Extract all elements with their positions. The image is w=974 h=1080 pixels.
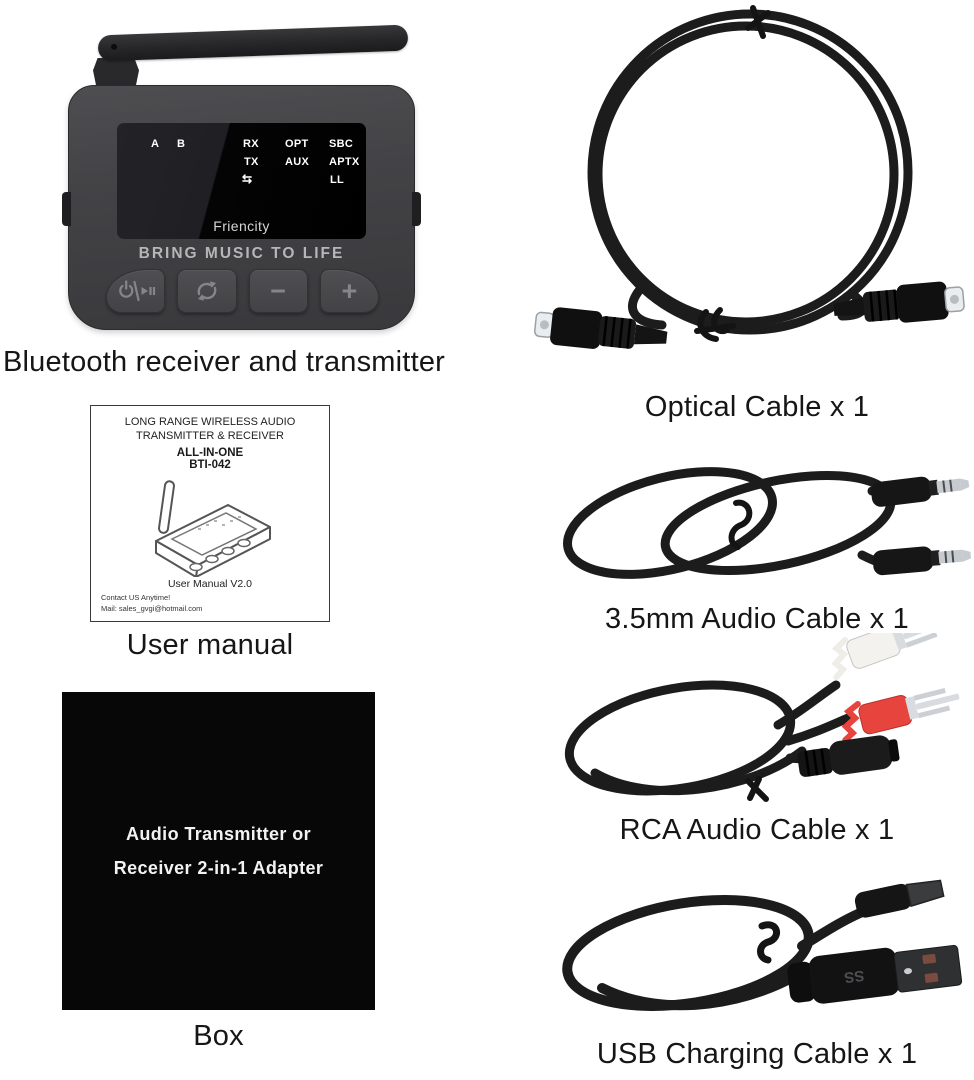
volume-down-button[interactable]: − bbox=[248, 269, 308, 313]
cable-twist-tie bbox=[745, 776, 769, 802]
manual-caption: User manual bbox=[126, 629, 294, 661]
rca-plug-white bbox=[831, 633, 946, 681]
usb-cable-photo: SS bbox=[562, 879, 963, 1011]
usb-a-plug: SS bbox=[787, 944, 963, 1004]
manual-device-drawing bbox=[155, 479, 271, 577]
usb-plug-marking: SS bbox=[843, 967, 865, 986]
toslink-connector-right bbox=[833, 281, 965, 323]
manual-version: User Manual V2.0 bbox=[167, 577, 253, 590]
toslink-connector-left bbox=[533, 307, 668, 349]
aux-female-jack bbox=[797, 735, 900, 777]
device-caption: Bluetooth receiver and transmitter bbox=[3, 346, 446, 378]
indicator-pair-icon: ⇆ bbox=[242, 172, 253, 186]
indicator-aux: AUX bbox=[285, 156, 310, 168]
manual-contact-line1: Contact US Anytime! bbox=[101, 593, 171, 602]
rca-cable-photo bbox=[564, 633, 960, 802]
indicator-a: A bbox=[151, 138, 160, 150]
indicator-opt: OPT bbox=[285, 138, 309, 150]
device-right-port-tab bbox=[412, 192, 421, 226]
indicator-aptx: APTX bbox=[329, 156, 360, 168]
device-display: A B RX TX ⇆ OPT AUX SBC APTX LL Friencit… bbox=[117, 123, 366, 239]
indicator-ll: LL bbox=[330, 174, 345, 186]
manual-title-line2: TRANSMITTER & RECEIVER bbox=[136, 430, 284, 443]
rca-plug-red bbox=[841, 688, 960, 744]
manual-model: BTI-042 bbox=[189, 458, 231, 471]
bluetooth-device-photo: A B RX TX ⇆ OPT AUX SBC APTX LL Friencit… bbox=[62, 8, 421, 330]
cable-knot bbox=[728, 499, 753, 550]
user-manual-photo: LONG RANGE WIRELESS AUDIO TRANSMITTER & … bbox=[90, 405, 330, 622]
rca-cable-caption: RCA Audio Cable x 1 bbox=[619, 814, 895, 846]
cable-knot bbox=[757, 921, 780, 964]
box-text-line2: Receiver 2-in-1 Adapter bbox=[113, 857, 324, 878]
sync-icon bbox=[197, 281, 217, 301]
device-button-row: − + bbox=[106, 269, 379, 313]
device-antenna bbox=[97, 24, 409, 62]
aux-plug-bottom bbox=[872, 546, 972, 576]
device-left-port-tab bbox=[62, 192, 71, 226]
aux-cable-photo bbox=[563, 467, 972, 579]
display-brand: Friencity bbox=[213, 218, 270, 234]
micro-usb-plug bbox=[854, 879, 945, 918]
device-tagline: BRING MUSIC TO LIFE bbox=[138, 245, 345, 262]
indicator-rx: RX bbox=[243, 138, 259, 150]
indicator-b: B bbox=[177, 138, 186, 150]
cable-twist-ties bbox=[694, 5, 771, 342]
optical-cable-photo bbox=[533, 5, 965, 349]
aux-plug-top bbox=[871, 476, 970, 507]
optical-cable-caption: Optical Cable x 1 bbox=[644, 391, 870, 423]
sync-pair-button[interactable] bbox=[177, 269, 237, 313]
manual-title-line1: LONG RANGE WIRELESS AUDIO bbox=[124, 416, 296, 428]
usb-cable-caption: USB Charging Cable x 1 bbox=[596, 1038, 918, 1070]
indicator-tx: TX bbox=[244, 156, 259, 168]
power-play-pause-icon bbox=[118, 280, 155, 302]
manual-contact-line2: Mail: sales_gvgi@hotmail.com bbox=[101, 603, 203, 613]
box-text-line1: Audio Transmitter or bbox=[125, 823, 312, 844]
device-body: A B RX TX ⇆ OPT AUX SBC APTX LL Friencit… bbox=[62, 85, 421, 330]
aux-cable-caption: 3.5mm Audio Cable x 1 bbox=[604, 603, 910, 635]
indicator-sbc: SBC bbox=[329, 138, 354, 150]
power-play-button[interactable] bbox=[106, 269, 166, 313]
box-caption: Box bbox=[193, 1020, 244, 1052]
product-box-photo: Audio Transmitter or Receiver 2-in-1 Ada… bbox=[62, 692, 375, 1010]
manual-contact: Contact US Anytime! Mail: sales_gvgi@hot… bbox=[101, 593, 202, 614]
volume-up-button[interactable]: + bbox=[319, 269, 379, 313]
manual-subtitle: ALL-IN-ONE bbox=[176, 446, 244, 459]
